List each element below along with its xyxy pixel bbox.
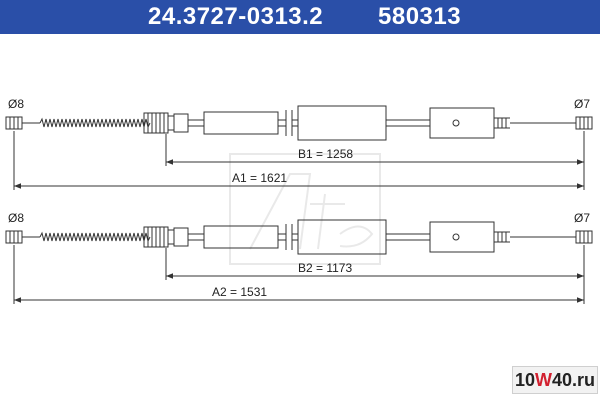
spring [39, 231, 151, 243]
inner-dimension-label-2: B2 = 1173 [298, 261, 352, 275]
reference-number: 580313 [378, 3, 462, 30]
sheath-1 [203, 111, 279, 135]
overall-dimension-label: A1 = 1621 [232, 171, 287, 185]
end-block [429, 107, 495, 139]
part-number: 24.3727-0313.2 [148, 3, 324, 30]
site-watermark: 10W40.ru [512, 366, 598, 394]
cable-1 [5, 105, 593, 190]
right-diameter-label: Ø7 [574, 97, 590, 111]
sheath-2 [297, 105, 387, 141]
sheath-1 [203, 225, 279, 249]
title-bar: 24.3727-0313.2 580313 [0, 0, 600, 34]
cable-2 [5, 219, 593, 304]
end-block [429, 221, 495, 253]
spring [39, 117, 151, 129]
left-diameter-label-2: Ø8 [8, 211, 24, 225]
left-diameter-label: Ø8 [8, 97, 24, 111]
ate-logo-watermark [229, 153, 381, 265]
inner-dimension-label: B1 = 1258 [298, 147, 353, 161]
cable-drawing: Ø8 Ø7 B1 = 1258 A1 = 1621 Ø8 Ø7 B2 = 1 [5, 97, 593, 304]
sheath-2 [297, 219, 387, 255]
right-diameter-label-2: Ø7 [574, 211, 590, 225]
overall-dimension-label-2: A2 = 1531 [212, 285, 267, 299]
